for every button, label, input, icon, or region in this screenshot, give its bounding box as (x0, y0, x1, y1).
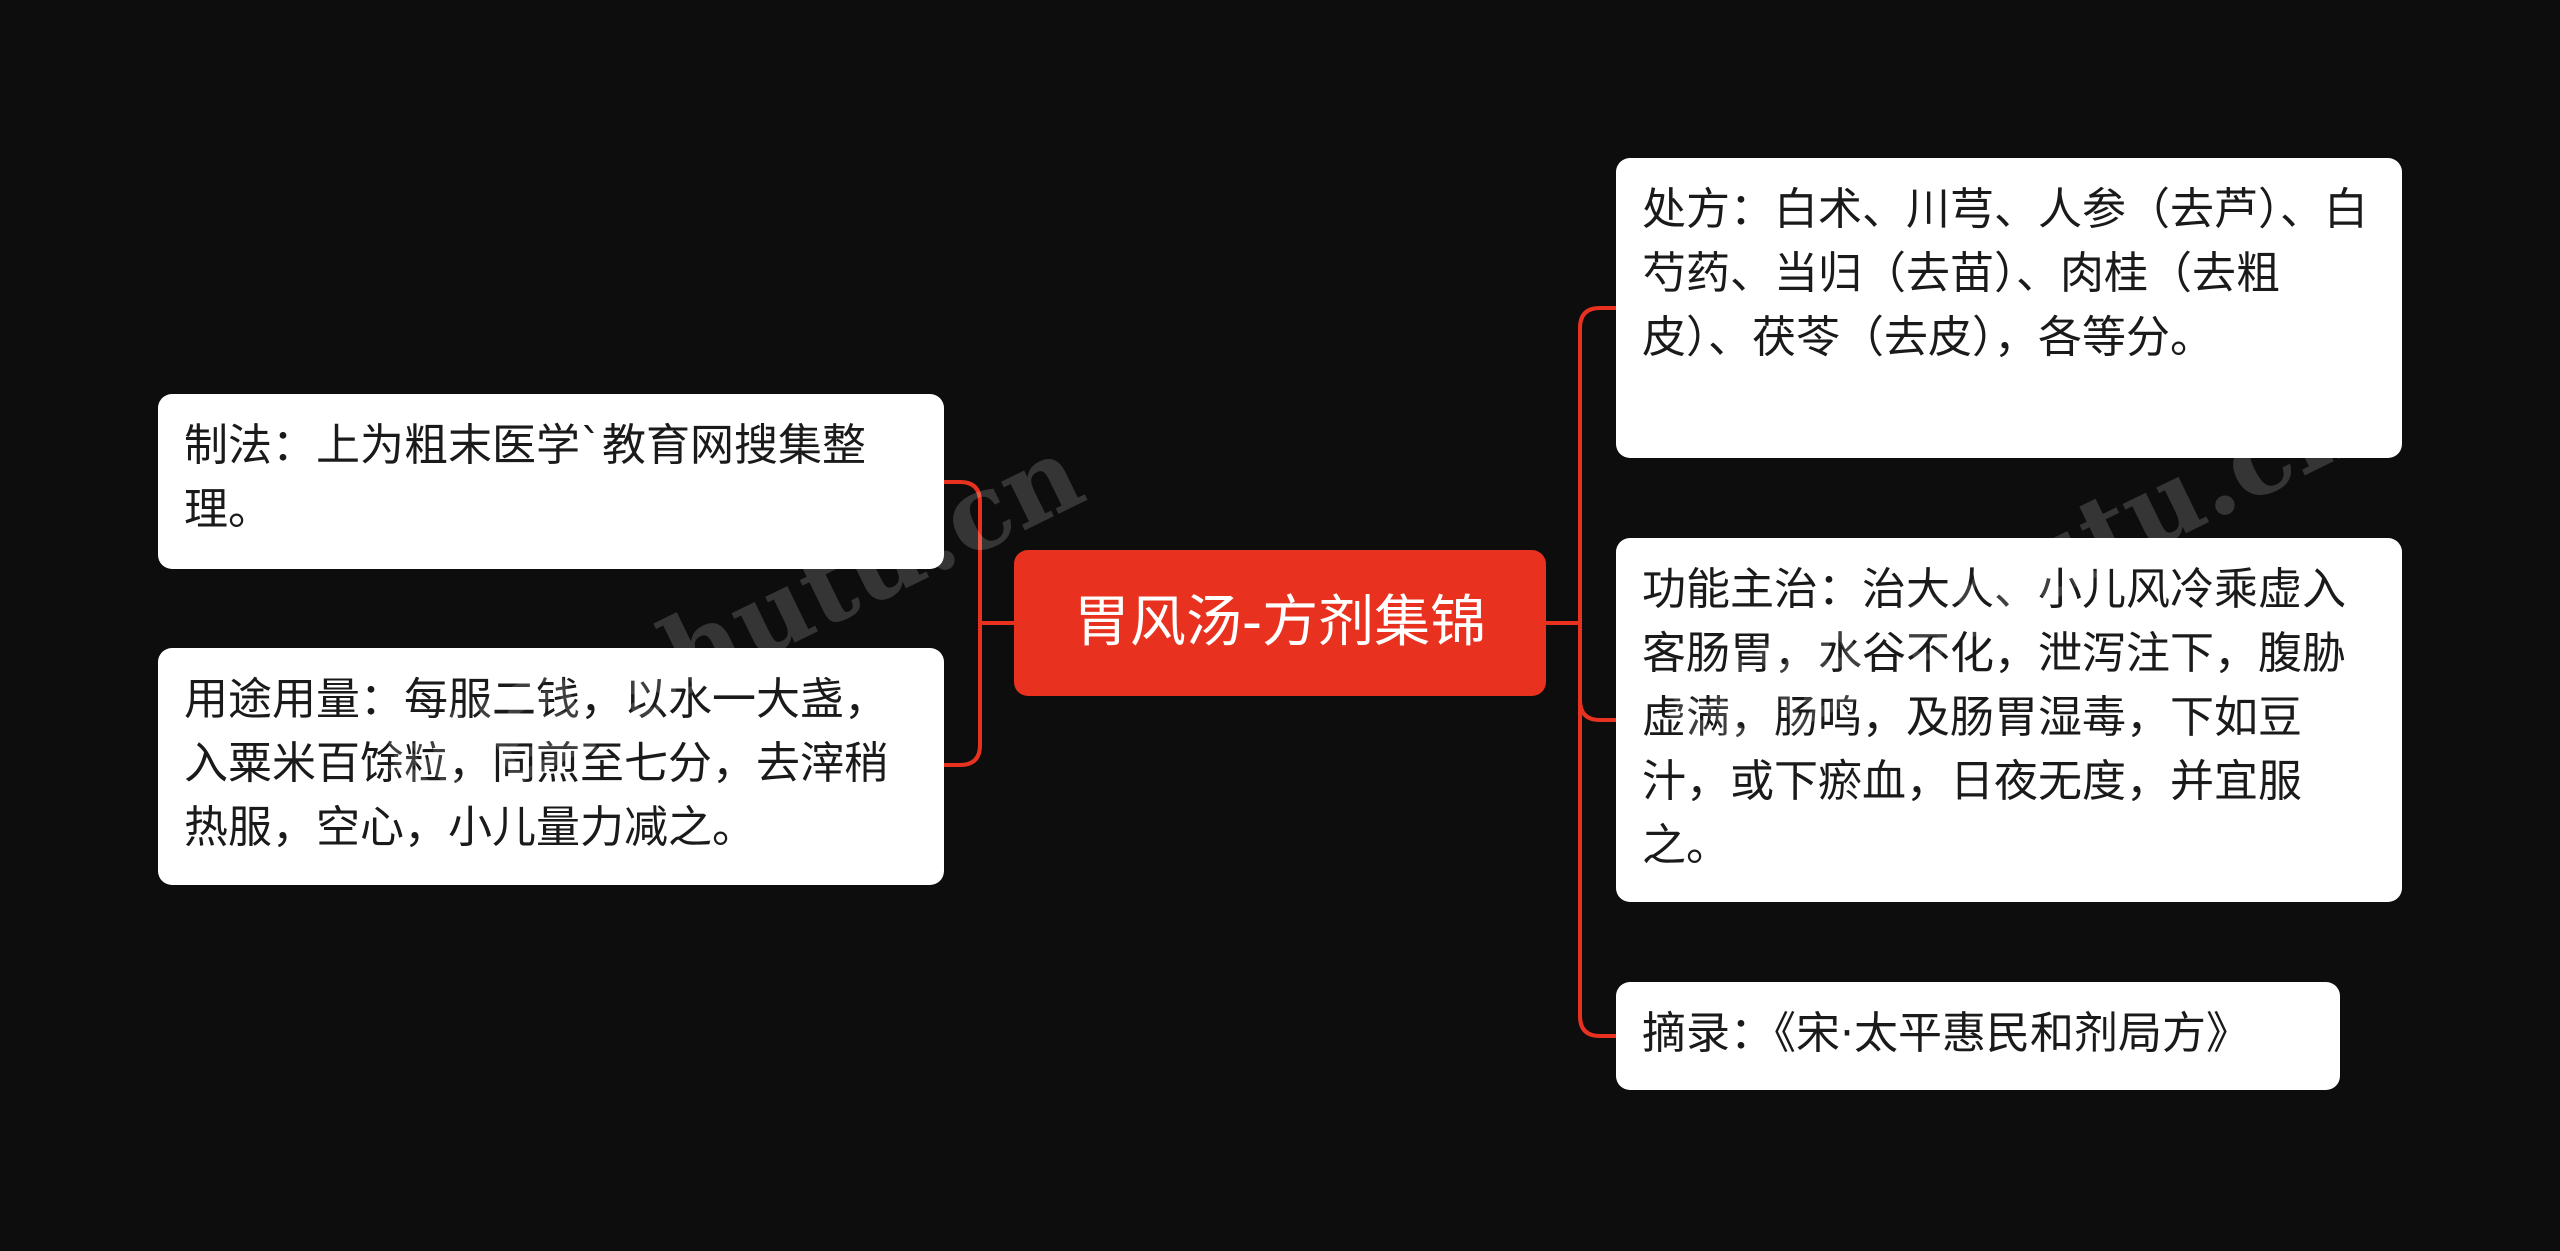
connector-right-chufang (1578, 306, 1616, 623)
branch-node-gongneng[interactable]: 功能主治：治大人、小儿风冷乘虚入客肠胃，水谷不化，泄泻注下，腹胁虚满，肠鸣，及肠… (1616, 538, 2402, 902)
branch-node-zhifa[interactable]: 制法：上为粗末医学`教育网搜集整理。 (158, 394, 944, 569)
connector-right-zhailu (1578, 623, 1616, 1038)
branch-text: 用途用量：每服二钱，以水一大盏，入粟米百馀粒，同煎至七分，去滓稍热服，空心，小儿… (184, 674, 888, 853)
branch-node-yongtu[interactable]: 用途用量：每服二钱，以水一大盏，入粟米百馀粒，同煎至七分，去滓稍热服，空心，小儿… (158, 648, 944, 885)
branch-text: 功能主治：治大人、小儿风冷乘虚入客肠胃，水谷不化，泄泻注下，腹胁虚满，肠鸣，及肠… (1642, 564, 2346, 871)
branch-node-chufang[interactable]: 处方：白术、川芎、人参（去芦）、白芍药、当归（去苗）、肉桂（去粗皮）、茯苓（去皮… (1616, 158, 2402, 458)
connector-right-gongneng (1578, 623, 1616, 722)
branch-text: 制法：上为粗末医学`教育网搜集整理。 (184, 420, 866, 535)
branch-node-zhailu[interactable]: 摘录：《宋·太平惠民和剂局方》 (1616, 982, 2340, 1090)
branch-text: 处方：白术、川芎、人参（去芦）、白芍药、当归（去苗）、肉桂（去粗皮）、茯苓（去皮… (1642, 184, 2368, 363)
branch-text: 摘录：《宋·太平惠民和剂局方》 (1642, 1008, 2250, 1059)
root-topic[interactable]: 胃风汤-方剂集锦 (1014, 550, 1546, 696)
root-topic-label: 胃风汤-方剂集锦 (1073, 590, 1487, 655)
connector-left-yongtu (944, 623, 982, 767)
connector-left-zhifa (944, 480, 982, 623)
